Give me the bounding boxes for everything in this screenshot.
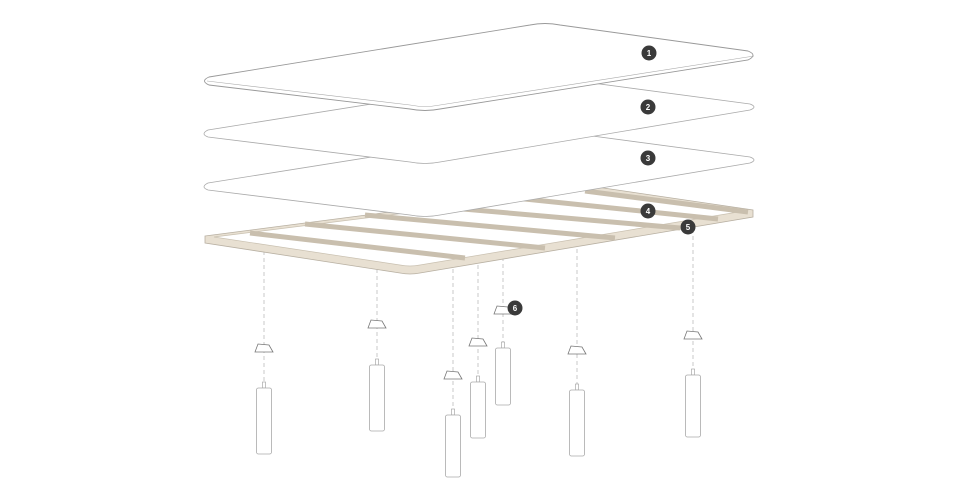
leg (369, 364, 385, 432)
callout-badge-slats: 4 (640, 203, 656, 219)
leg-bolt (476, 375, 480, 383)
leg-bolt (575, 383, 579, 391)
leg-assembly (367, 220, 387, 432)
legs-group (254, 220, 703, 478)
callout-number: 1 (647, 49, 652, 58)
leg (495, 347, 511, 406)
leg-bolt (375, 358, 379, 366)
leg-assembly (567, 242, 587, 457)
leg-bolt (691, 368, 695, 376)
leg-assembly (493, 236, 513, 406)
leg (256, 387, 272, 455)
leg-connector (254, 343, 274, 353)
bed-frame (204, 185, 754, 275)
leg-assembly (254, 244, 274, 455)
leg-connector (683, 330, 703, 340)
mattress-topper-panel (204, 23, 754, 111)
callout-badge-leg-connector: 6 (507, 300, 523, 316)
leg-assembly (683, 222, 703, 438)
callout-number: 6 (513, 304, 518, 313)
leg-bolt (262, 381, 266, 389)
slats (249, 188, 749, 261)
callout-number: 3 (646, 154, 651, 163)
leg-bolt (501, 341, 505, 349)
callout-badge-base-layer: 3 (640, 150, 656, 166)
leg-connector (567, 345, 587, 355)
leg-bolt (451, 408, 455, 416)
leg (445, 414, 461, 478)
leg (470, 381, 486, 439)
callout-number: 4 (646, 207, 651, 216)
callout-badge-mattress-topper: 1 (641, 45, 657, 61)
leg-assembly (443, 262, 463, 478)
leg (569, 389, 585, 457)
leg-connector (367, 319, 387, 329)
callout-number: 2 (646, 103, 651, 112)
leg (685, 374, 701, 438)
callout-number: 5 (686, 223, 691, 232)
leg-connector (468, 337, 488, 347)
callout-badge-frame: 5 (680, 219, 696, 235)
leg-connector (443, 370, 463, 380)
callout-badge-mattress-layer: 2 (640, 99, 656, 115)
